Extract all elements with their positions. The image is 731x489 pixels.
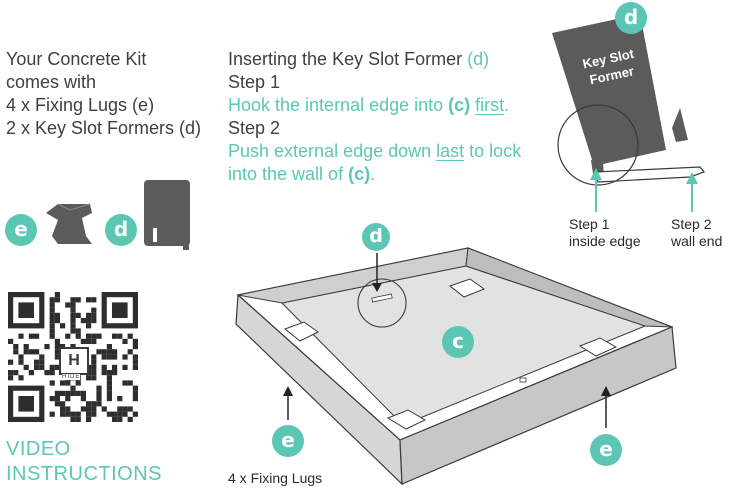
- step2-emphasis: last: [436, 141, 465, 161]
- tray-lug-pad: [283, 321, 319, 342]
- video-line1: VIDEO: [6, 438, 71, 460]
- kit-contents: Your Concrete Kit comes with 4 x Fixing …: [6, 48, 201, 140]
- step2-text-c: to lock: [464, 141, 522, 161]
- tray-lug-pad: [578, 337, 618, 357]
- step2-ref: (c): [348, 164, 371, 184]
- former-hook-right: [672, 108, 688, 142]
- instructions-title: Inserting the Key Slot Former (d): [228, 48, 521, 71]
- key-slot-former-plate: [552, 14, 666, 166]
- step2-caption-line1: Step 2: [671, 216, 712, 232]
- step2-caption-line2: wall end: [671, 233, 723, 249]
- step1-text-a: Hook the internal edge into: [228, 95, 449, 115]
- tray-badge-e-right: e: [590, 434, 622, 466]
- step2-label: Step 2: [228, 118, 281, 138]
- step1-caption-line1: Step 1: [569, 216, 610, 232]
- step1-ref: (c): [448, 95, 471, 115]
- qr-logo: H: [59, 347, 89, 375]
- step1-text: Hook the internal edge into (c) first.: [228, 94, 521, 117]
- tray-badge-d: d: [362, 223, 390, 251]
- step1-caption: Step 1 inside edge: [569, 216, 641, 250]
- step2-text-line2: into the wall of (c).: [228, 163, 521, 186]
- kit-line-2: comes with: [6, 72, 97, 92]
- tray-outer-right-wall: [399, 326, 677, 485]
- e-left-pointer-head: [283, 386, 293, 396]
- step2-text-line1: Push external edge down last to lock: [228, 140, 521, 163]
- step2-arrow-head: [686, 172, 698, 184]
- step2-caption: Step 2 wall end: [671, 216, 722, 250]
- kit-line-1: Your Concrete Kit: [6, 49, 147, 69]
- d-pointer-head: [372, 283, 382, 292]
- key-slot-detail-circle: [357, 278, 407, 328]
- former-badge-d: d: [615, 2, 647, 34]
- tray-key-slot: [371, 293, 393, 303]
- step1-emphasis: first: [475, 95, 505, 115]
- step1-end: .: [504, 95, 510, 115]
- step2-text-a: Push external edge down: [228, 141, 437, 161]
- wall-edge-outline: [594, 166, 705, 183]
- instructions-title-text: Inserting the Key Slot Former: [228, 49, 468, 69]
- insertion-instructions: Inserting the Key Slot Former (d) Step 1…: [228, 48, 521, 186]
- tray-lug-pad: [448, 278, 486, 298]
- fixing-lug-icon: [46, 204, 92, 244]
- step2-end: .: [370, 164, 376, 184]
- step1-label: Step 1: [228, 72, 281, 92]
- video-line2: INSTRUCTIONS: [6, 463, 162, 485]
- e-right-pointer-head: [601, 386, 611, 396]
- tray-badge-c: c: [442, 326, 474, 358]
- detail-highlight-circle: [557, 104, 639, 186]
- fixing-lugs-caption: 4 x Fixing Lugs: [228, 470, 323, 486]
- tray-badge-e-left: e: [272, 425, 304, 457]
- step2-text-d: into the wall of: [228, 164, 349, 184]
- video-instructions[interactable]: VIDEO INSTRUCTIONS: [6, 437, 162, 487]
- kit-line-4: 2 x Key Slot Formers (d): [6, 118, 202, 138]
- step1-arrow-head: [590, 168, 602, 180]
- qr-logo-text: HIDE: [62, 374, 81, 380]
- parts-badge-d: d: [105, 214, 137, 246]
- parts-badge-e: e: [5, 214, 37, 246]
- step1-caption-line2: inside edge: [569, 233, 641, 249]
- tray-inner-right-wall: [465, 247, 673, 328]
- kit-line-3: 4 x Fixing Lugs (e): [6, 95, 155, 115]
- tray-lug-pad: [386, 409, 427, 430]
- instructions-title-ref: (d): [467, 49, 490, 69]
